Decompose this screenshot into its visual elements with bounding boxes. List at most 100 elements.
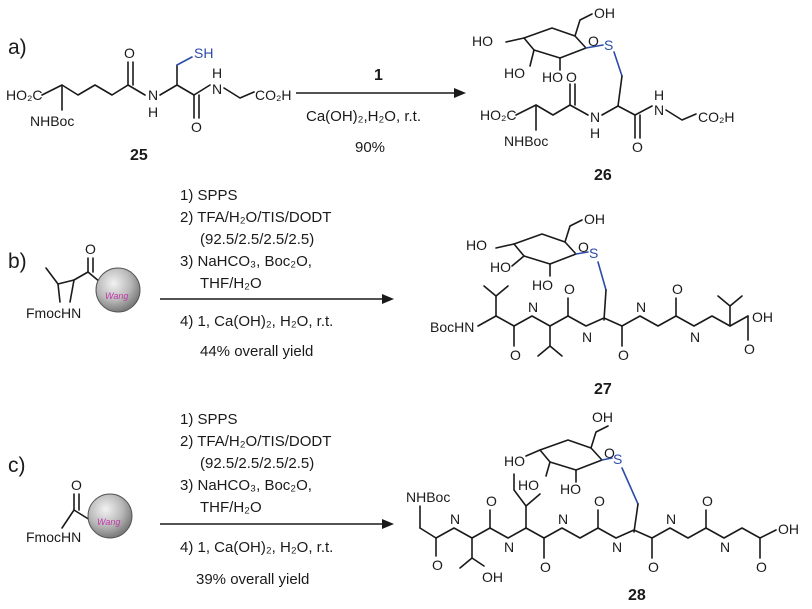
panel-c-label: c) [8,454,26,477]
conditions-a-solvent: Ca(OH)₂,H₂O, r.t. [306,108,421,125]
ch2-ca-bond [603,289,607,321]
val-1-side [483,285,497,317]
o-3: O [540,559,551,575]
sugar-ho-3: HO [532,277,553,293]
fmoc-label: FmocHN [26,529,81,545]
conditions-c-step2: 2) TFA/H₂O/TIS/DODT [180,433,331,450]
conditions-b-step1: 1) SPPS [180,187,238,204]
sugar-ho-1-bond [505,37,525,43]
panel-a: a) HO₂C O NHBoc N H SH O H N CO₂H 25 [6,5,735,184]
sugar-ch2oh [590,425,609,449]
sugar-ho-1-bond [525,449,541,457]
backbone-bonds-2 [601,105,653,116]
arrow-a-head [454,88,466,98]
sugar-ho-2-bond [545,461,551,477]
carbonyl-1-o: O [566,69,577,85]
thr-oh-bond [471,557,485,567]
conditions-c-step3b: THF/H₂O [200,499,262,516]
valine-backbone [73,271,101,283]
n-5: N [666,511,676,527]
val-1-branch [495,285,509,297]
acid-right-label: CO₂H [698,109,735,125]
sugar-oh-1: OH [592,409,613,425]
amide-h2: H [654,87,664,103]
s-ch2-bond [621,467,639,505]
backbone-bonds [515,104,589,116]
sugar-ring-o: O [588,33,599,49]
sugar-ho-2: HO [490,259,511,275]
sugar-ho-1: HO [466,237,487,253]
compound-27-number: 27 [594,381,612,398]
conditions-c-yield: 39% overall yield [196,571,309,588]
o-2: O [486,493,497,509]
peptide-backbone [419,527,777,539]
arrow-c-head [382,519,394,529]
nhboc-label: NHBoc [504,133,548,149]
panel-b-label: b) [8,250,27,273]
fmoc-label: FmocHN [26,305,81,321]
ch2-ca-bond [617,75,623,107]
anomeric-s-bond [575,251,589,255]
oh-side: OH [482,569,503,585]
n-4: N [612,539,622,555]
thiol-label: SH [194,45,213,61]
fmoc-bond [69,279,75,303]
conditions-b-yield: 44% overall yield [200,343,313,360]
conditions-b-step3b: THF/H₂O [200,275,262,292]
resin-o: O [85,241,96,257]
n-3: N [636,299,646,315]
compound-27: OH O HO HO HO S BocHN O O O [430,211,773,398]
arrow-b: 1) SPPS 2) TFA/H₂O/TIS/DODT (92.5/2.5/2.… [160,187,394,360]
val-2-branch [549,345,563,357]
thioether-s: S [613,451,622,467]
sugar-ho-2-bond [529,49,535,67]
sugar-ch2oh [574,13,593,37]
conditions-c-step1: 1) SPPS [180,411,238,428]
conditions-b-step3: 3) NaHCO₃, Boc₂O, [180,253,312,270]
val-3-side [717,295,731,327]
carbonyl-2-o: O [632,139,643,155]
panel-c: c) O FmocHN Wang 1) SPPS 2) TFA/H₂O/TIS/… [8,409,799,604]
wang-label: Wang [105,291,128,301]
nhboc-label: NHBoc [30,113,74,129]
anomeric-s-bond [585,44,604,49]
backbone-bonds-3 [665,109,697,121]
conditions-a-yield: 90% [355,139,385,156]
sugar-ho-2: HO [518,477,539,493]
anomeric-s-bond [601,457,613,461]
oh-end: OH [752,309,773,325]
ch2-ca-bond [633,503,639,533]
compound-25: HO₂C O NHBoc N H SH O H N CO₂H 25 [6,45,292,164]
arrow-c: 1) SPPS 2) TFA/H₂O/TIS/DODT (92.5/2.5/2.… [160,411,394,588]
nhboc-label: NHBoc [406,489,450,505]
compound-26: OH O HO HO HO S HO₂C O NHBoc N H O [472,5,735,184]
sugar-ho-3: HO [560,481,581,497]
n-3: N [558,511,568,527]
conditions-c-step2b: (92.5/2.5/2.5/2.5) [200,455,314,472]
resin-c: O FmocHN Wang [26,477,133,545]
o-5: O [648,559,659,575]
peptide-backbone [477,315,749,327]
amide-n2: N [654,102,664,118]
conditions-c-step4: 4) 1, Ca(OH)₂, H₂O, r.t. [180,539,333,556]
sugar-ho-1: HO [472,33,493,49]
n-2: N [582,329,592,345]
n-4: N [690,329,700,345]
n-1: N [528,299,538,315]
sugar-ho-2: HO [504,65,525,81]
sugar-ch2oh [564,219,583,243]
compound-28-number: 28 [628,587,646,604]
conditions-b-step4: 4) 1, Ca(OH)₂, H₂O, r.t. [180,313,333,330]
conditions-c-step3: 3) NaHCO₃, Boc₂O, [180,477,312,494]
compound-28: OH O HO HO HO S NHBoc O OH O O [406,409,799,604]
acid-right-label: CO₂H [255,87,292,103]
compound-25-number: 25 [130,147,148,164]
val-2-side [537,325,551,357]
s-ch2-bond [597,261,607,291]
resin-b: O FmocHN Wang [26,241,141,321]
o-1: O [510,347,521,363]
glycine-backbone [61,509,91,529]
ile-branch [525,493,541,507]
conditions-b-step2b: (92.5/2.5/2.5/2.5) [200,231,314,248]
